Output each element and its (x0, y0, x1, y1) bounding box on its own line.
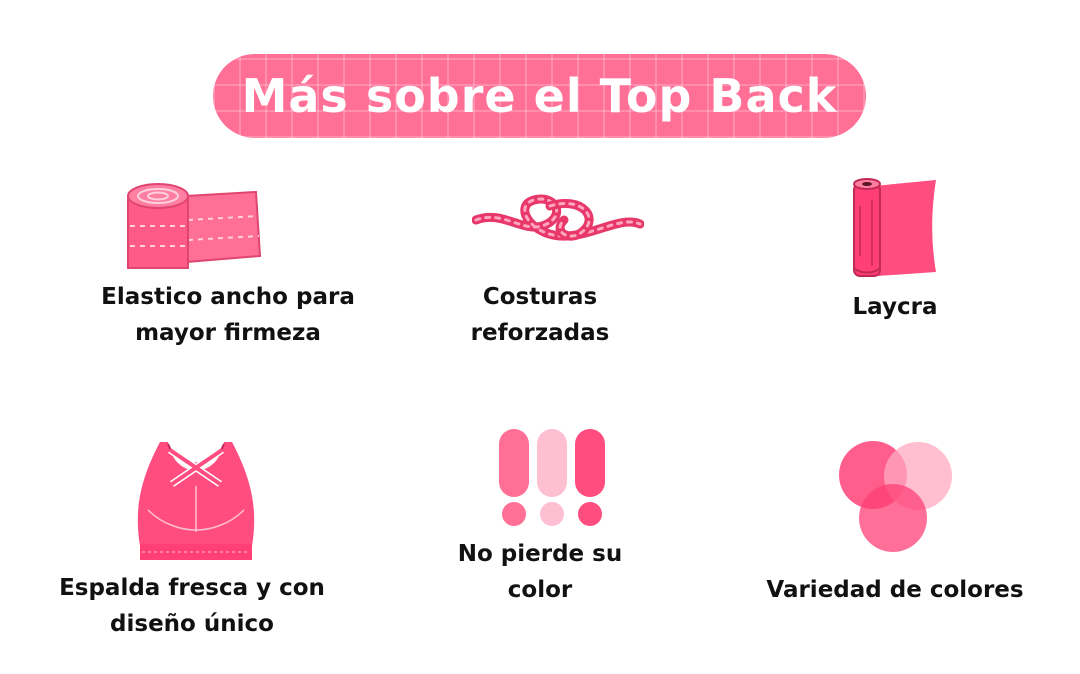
color-circles-icon (839, 441, 952, 552)
exclamation-marks-icon (499, 429, 605, 526)
title-banner: Más sobre el Top Back (213, 54, 866, 138)
elastic-band-icon (127, 183, 262, 269)
sports-bra-icon (137, 442, 255, 560)
feature-label: Variedad de colores (766, 577, 1024, 603)
fabric-roll-icon (853, 178, 936, 277)
knot-icon (472, 194, 644, 241)
page-title: Más sobre el Top Back (241, 69, 838, 123)
feature-label: Laycra (852, 294, 938, 320)
